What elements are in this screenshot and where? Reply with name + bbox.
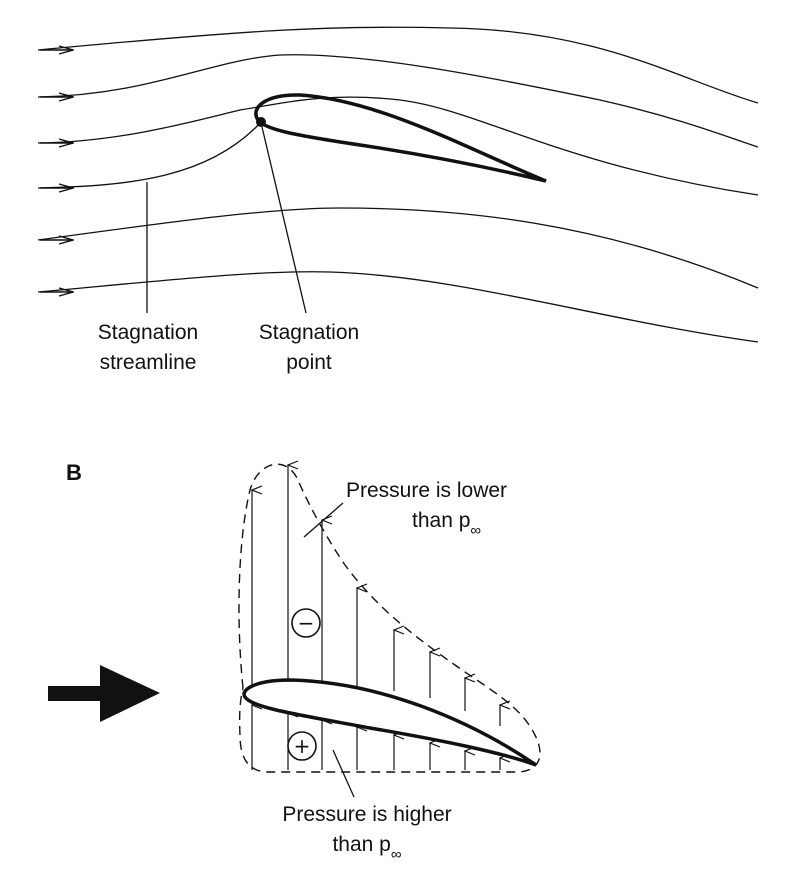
- streamline-arrows: [40, 50, 73, 292]
- streamline-3: [37, 96, 759, 196]
- svg-text:−: −: [298, 611, 315, 635]
- svg-text:+: +: [294, 734, 311, 758]
- minus-sign-badge: −: [291, 608, 321, 638]
- stagnation-streamline-label: Stagnation streamline: [97, 321, 199, 374]
- stagnation-point-dot: [256, 117, 266, 127]
- freestream-arrow: [48, 665, 160, 722]
- streamline-5: [37, 207, 759, 289]
- airfoil-a: [254, 93, 547, 183]
- higher-pressure-label: Pressure is higher than p∞: [282, 803, 452, 863]
- panel-letter-b: B: [66, 460, 82, 485]
- plus-sign-badge: +: [287, 731, 317, 761]
- stagnation-point-leader: [261, 126, 307, 314]
- airfoil-b: [242, 678, 537, 767]
- lower-pressure-leader: [303, 502, 344, 538]
- higher-pressure-leader: [332, 749, 355, 798]
- pressure-arrows: [252, 705, 500, 770]
- suction-arrows: [252, 465, 500, 726]
- streamlines: [37, 26, 759, 343]
- stagnation-point-label: Stagnation point: [258, 321, 360, 374]
- streamline-1: [37, 26, 759, 104]
- streamline-6: [37, 271, 759, 343]
- lower-pressure-label: Pressure is lower than p∞: [346, 479, 508, 539]
- streamline-2: [37, 54, 759, 148]
